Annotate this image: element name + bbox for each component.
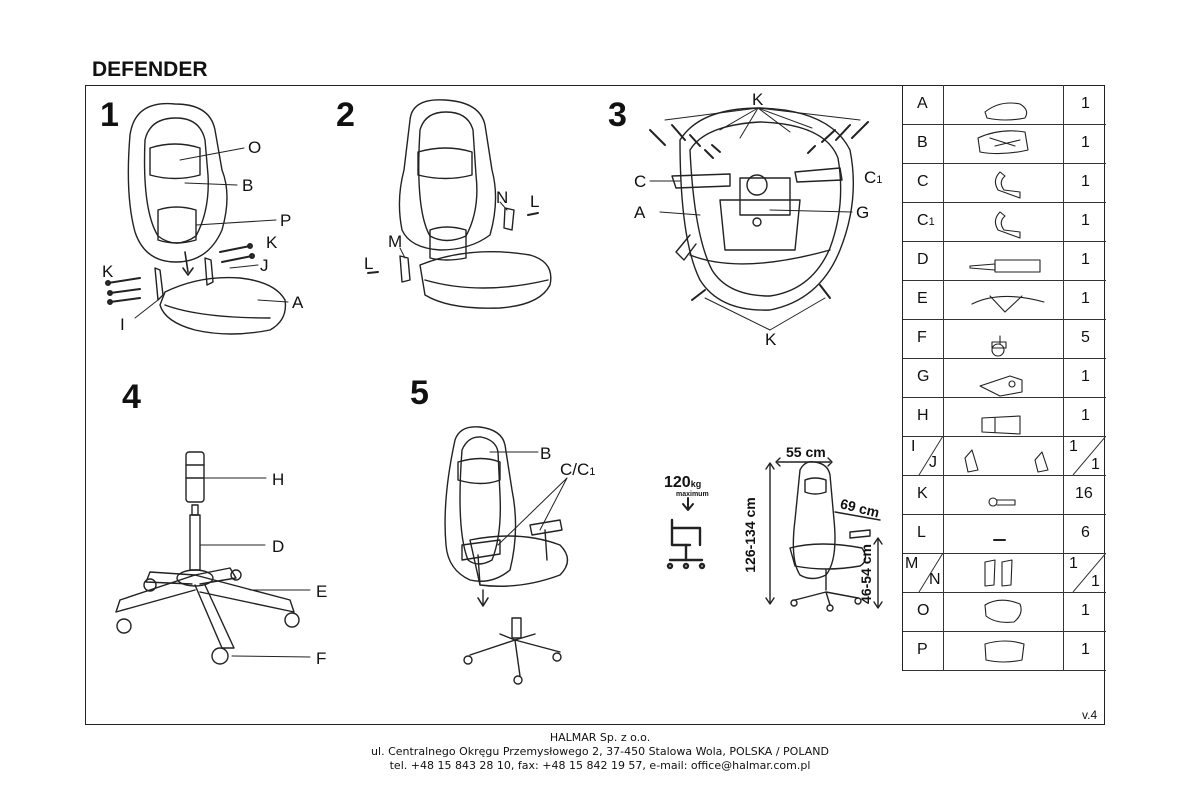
max-load-caption: maximum	[676, 491, 709, 498]
step1-backrest-drawing	[127, 102, 228, 263]
parts-row-d: D 1	[903, 241, 1106, 281]
step-number-3: 3	[608, 96, 627, 134]
lumbar-cushion-icon	[973, 635, 1043, 666]
step5-leader-lines	[489, 451, 568, 546]
seat-icon	[973, 89, 1043, 120]
step1-leader-lines	[134, 147, 289, 319]
armrest-icon	[973, 206, 1043, 237]
parts-thumbnails	[964, 102, 1049, 663]
parts-row-h: H 1	[903, 397, 1106, 437]
footer-contact: tel. +48 15 843 28 10, fax: +48 15 842 1…	[389, 759, 811, 772]
step4-label-f: F	[316, 649, 327, 668]
step1-label-b: B	[242, 176, 254, 195]
instruction-frame	[85, 85, 1105, 725]
step1-label-o: O	[248, 138, 262, 157]
step1-bolts	[105, 243, 255, 305]
step3-label-a: A	[634, 203, 646, 222]
backrest-icon	[973, 128, 1043, 159]
parts-row-p: P 1	[903, 631, 1106, 671]
parts-row-e: E 1	[903, 280, 1106, 320]
step2-chair-drawing	[398, 99, 552, 309]
parts-row-g: G 1	[903, 358, 1106, 398]
dimension-width: 55 cm	[786, 444, 826, 460]
step1-label-k-right: K	[266, 233, 278, 252]
step3-label-k-top: K	[752, 90, 764, 109]
parts-row-i-j: I J 1 1	[903, 436, 1106, 476]
step4-base-drawing	[115, 451, 300, 665]
step2-label-m: M	[388, 232, 403, 251]
step3-label-c1: C1	[864, 168, 883, 187]
step1-label-i: I	[120, 315, 125, 334]
step4-label-h: H	[272, 470, 285, 489]
version-label: v.4	[1082, 708, 1098, 722]
step5-label-b: B	[540, 444, 552, 463]
cover-icon	[973, 401, 1043, 432]
dimension-lines	[765, 457, 883, 609]
parts-row-c1: C1 1	[903, 202, 1106, 242]
dimension-height: 126-134 cm	[741, 497, 758, 573]
parts-row-b: B 1	[903, 124, 1106, 164]
pillow-icon	[973, 596, 1043, 627]
parts-row-m-n: M N 1 1	[903, 553, 1106, 593]
step5-label-c-c1: C/C1	[560, 460, 596, 479]
step-number-5: 5	[410, 374, 429, 412]
step1-label-p: P	[280, 211, 292, 230]
gas-lift-icon	[973, 245, 1043, 276]
screw-icon	[973, 518, 1043, 549]
armrest-icon	[973, 167, 1043, 198]
step4-label-d: D	[272, 537, 285, 556]
step2-label-n: N	[496, 188, 509, 207]
split-cell-diagonals	[918, 553, 1106, 592]
step1-label-a: A	[292, 293, 304, 312]
step2-label-l-left: L	[364, 254, 374, 273]
step1-label-j: J	[260, 256, 269, 275]
dimension-seat-height: 46-54 cm	[857, 544, 874, 604]
step-number-2: 2	[336, 96, 355, 134]
parts-row-c: C 1	[903, 163, 1106, 203]
max-load-value: 120kg	[664, 474, 702, 491]
parts-row-f: F 5	[903, 319, 1106, 359]
step3-label-g: G	[856, 203, 870, 222]
step3-label-k-bottom: K	[765, 330, 777, 349]
step5-full-chair-drawing	[444, 426, 569, 685]
bracket-icon	[973, 440, 1043, 471]
parts-row-o: O 1	[903, 592, 1106, 632]
footer-company: HALMAR Sp. z o.o.	[549, 731, 651, 744]
cap-icon	[973, 557, 1043, 588]
step3-bolts	[649, 121, 869, 301]
max-load-chair-icon	[666, 497, 706, 570]
document-title: DEFENDER	[92, 58, 208, 81]
caster-icon	[973, 323, 1043, 354]
split-cell-diagonals	[918, 436, 1106, 475]
step-number-4: 4	[122, 378, 141, 416]
star-base-icon	[973, 284, 1043, 315]
mechanism-icon	[973, 362, 1043, 393]
step3-leader-lines	[649, 107, 861, 331]
step1-seat-drawing	[154, 251, 287, 335]
parts-table: A 1 B 1 C 1 C1 1 D 1 E 1 F 5 G 1 H 1	[902, 85, 1106, 671]
step4-leader-lines	[199, 477, 311, 658]
bolt-icon	[973, 479, 1043, 510]
dimension-chair-drawing	[789, 460, 871, 612]
parts-row-l: L 6	[903, 514, 1106, 554]
step2-label-l-right: L	[530, 192, 540, 211]
step1-label-k-left: K	[102, 262, 114, 281]
step3-label-c: C	[634, 172, 647, 191]
parts-row-k: K 16	[903, 475, 1106, 515]
footer-address: ul. Centralnego Okręgu Przemysłowego 2, …	[371, 745, 829, 758]
parts-row-a: A 1	[903, 85, 1106, 125]
step-number-1: 1	[100, 96, 119, 134]
step4-label-e: E	[316, 582, 328, 601]
step2-screws	[367, 212, 539, 274]
